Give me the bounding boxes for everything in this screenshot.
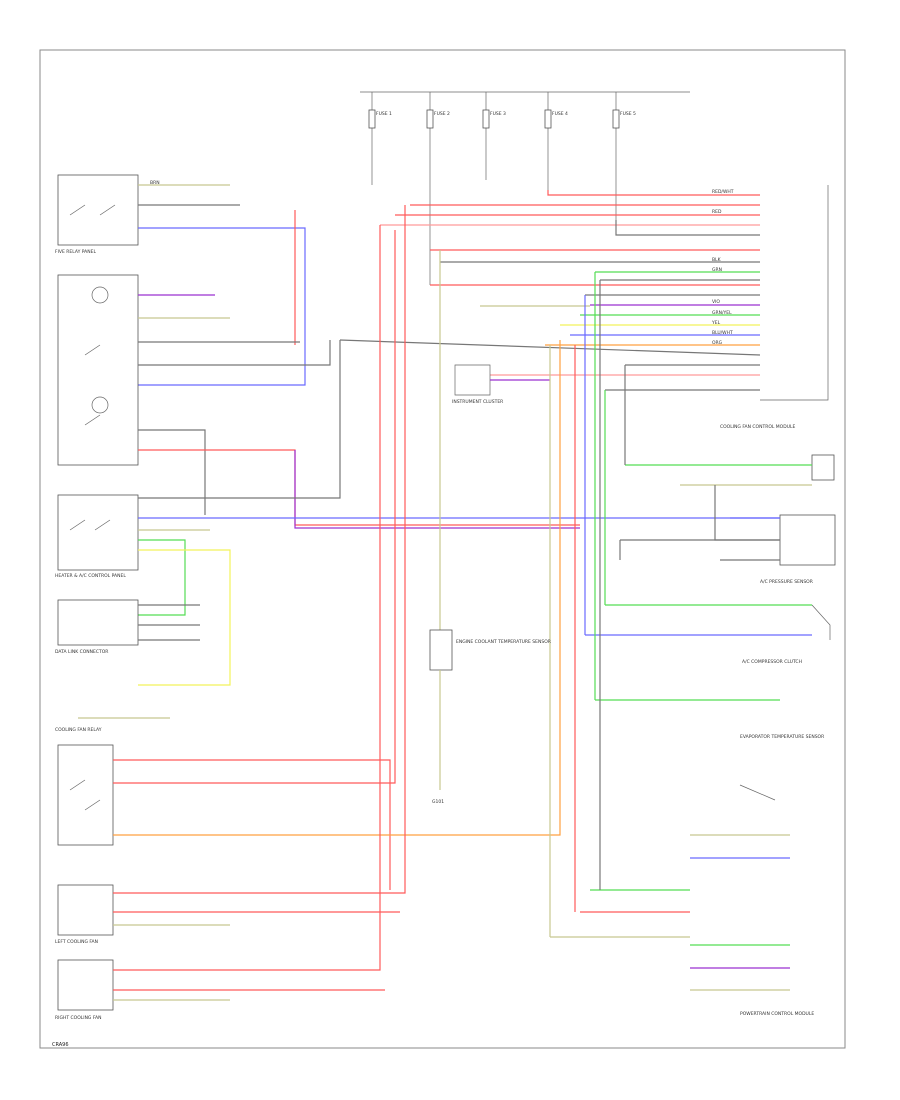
vertical-runs [549, 272, 626, 937]
wire-label-red2: RED [712, 210, 722, 215]
fan-relay-group [57, 230, 561, 890]
wire-label-org: ORG [712, 341, 723, 346]
wire-label-red: RED/WHT [712, 190, 734, 195]
coolant-sensor-box [429, 629, 453, 671]
fuse-2-label: FUSE 2 [434, 112, 450, 117]
fuse-3-label: FUSE 3 [490, 112, 506, 117]
left-fan-label: LEFT COOLING FAN [55, 940, 99, 945]
fan-relay-label: COOLING FAN RELAY [55, 728, 102, 733]
dlc-group [57, 599, 200, 646]
ground-label: G101 [432, 800, 445, 805]
wire-label-yel: YEL [712, 321, 721, 326]
instrument-cluster-group [57, 274, 580, 529]
fuse-4-symbol [544, 109, 552, 129]
heater-control-panel-group [57, 340, 780, 686]
cooling-fan-control-label: COOLING FAN CONTROL MODULE [720, 425, 796, 430]
right-cooling-fan-group [57, 225, 385, 1011]
compressor-clutch-label: A/C COMPRESSOR CLUTCH [742, 660, 802, 665]
left-cooling-fan-box [57, 884, 114, 936]
relay-panel-group [57, 174, 306, 386]
wire-label-blk: BLK [712, 258, 721, 263]
right-fan-label: RIGHT COOLING FAN [55, 1016, 102, 1021]
left-cooling-fan-group [57, 205, 406, 936]
instrument-group [454, 364, 550, 396]
wire-harness [339, 185, 829, 401]
coolant-sensor-group [429, 250, 453, 790]
relay-panel-label: FIVE RELAY PANEL [55, 250, 96, 255]
fuse-5-label: FUSE 5 [620, 112, 636, 117]
right-cooling-fan-box [57, 959, 114, 1011]
cooling-fan-control-box [779, 514, 836, 566]
page-code: CRA96 [52, 1042, 69, 1048]
fuse-1-symbol [368, 109, 376, 129]
fuse-2-symbol [426, 109, 434, 129]
fuse-3-symbol [482, 109, 490, 129]
coolant-temp-label: ENGINE COOLANT TEMPERATURE SENSOR [456, 640, 551, 645]
wire-label-grn-yel: GRN/YEL [712, 311, 732, 316]
instrument-cluster-box [57, 274, 139, 466]
diagram-frame [39, 49, 846, 1049]
heater-control-panel-box [57, 494, 139, 571]
instrument-cluster-label: INSTRUMENT CLUSTER [452, 400, 504, 405]
fuse-1-label: FUSE 1 [376, 112, 392, 117]
wire-label-vio: VIO [712, 300, 720, 305]
fan-relay-box [57, 744, 114, 846]
fuse-4-label: FUSE 4 [552, 112, 568, 117]
evap-sensor-label: EVAPORATOR TEMPERATURE SENSOR [740, 735, 825, 740]
dlc-label: DATA LINK CONNECTOR [55, 650, 109, 655]
fuse-block [360, 91, 690, 285]
wire-label-blu-wht: BLU/WHT [712, 331, 733, 336]
wire-label-brn: BRN [150, 181, 160, 186]
dlc-box [57, 599, 139, 646]
relay-panel-box [57, 174, 139, 246]
pcm-label: POWERTRAIN CONTROL MODULE [740, 1012, 815, 1017]
fuse-5-symbol [612, 109, 620, 129]
right-module-group [550, 454, 836, 991]
pressure-sensor-box [811, 454, 835, 481]
wire-label-grn: GRN [712, 268, 722, 273]
heater-control-panel-label: HEATER & A/C CONTROL PANEL [55, 574, 126, 579]
pressure-sensor-label: A/C PRESSURE SENSOR [760, 580, 813, 585]
